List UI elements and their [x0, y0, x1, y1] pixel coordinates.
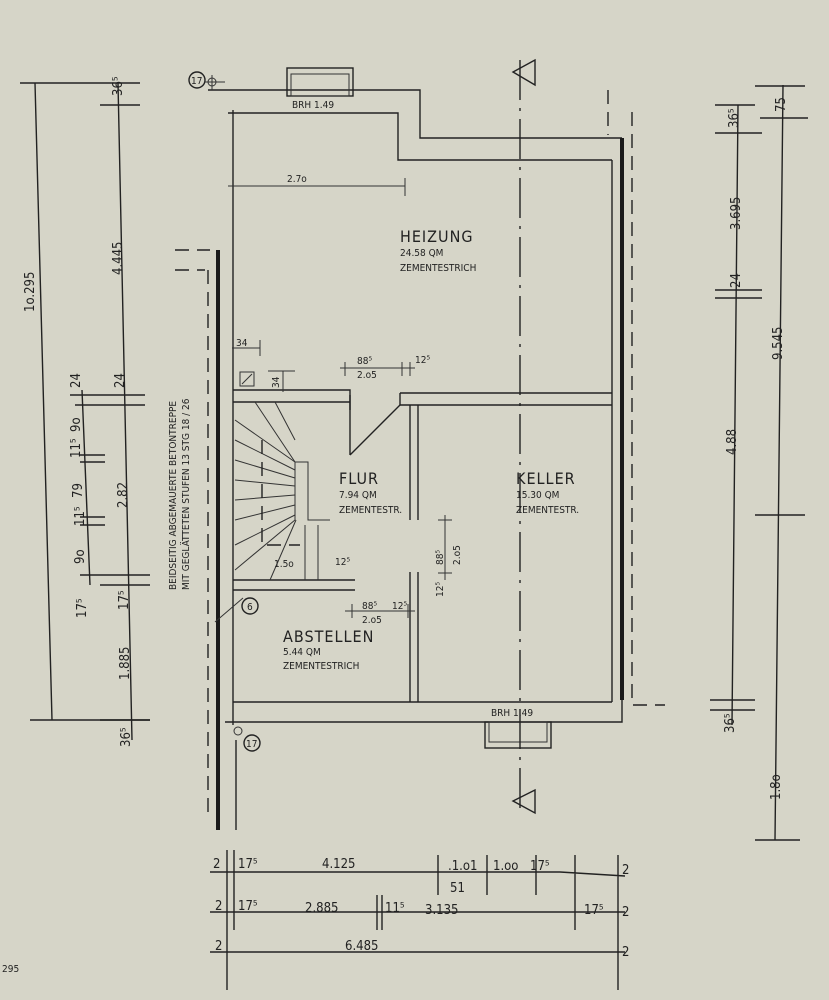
svg-text:36⁵: 36⁵: [111, 76, 126, 96]
svg-text:51: 51: [450, 881, 465, 896]
svg-text:1.8o: 1.8o: [769, 774, 784, 800]
dimensions-right: 36⁵ 3.695 24 4.88 36⁵ 75 9.545 1.8o: [710, 84, 808, 841]
svg-text:11⁵: 11⁵: [69, 438, 84, 458]
svg-text:2.o5: 2.o5: [362, 615, 382, 626]
svg-text:17: 17: [246, 739, 257, 750]
svg-text:4.88: 4.88: [725, 429, 740, 455]
svg-text:2.7o: 2.7o: [287, 174, 307, 185]
walls: [175, 89, 665, 830]
svg-text:1.oo: 1.oo: [493, 859, 518, 874]
window-bottom: BRH 1.49: [484, 708, 552, 749]
svg-text:36⁵: 36⁵: [119, 727, 134, 747]
window-top-label: BRH 1.49: [292, 100, 334, 111]
svg-text:17⁵: 17⁵: [238, 899, 258, 914]
svg-text:3.135: 3.135: [425, 903, 458, 918]
svg-text:12⁵: 12⁵: [415, 355, 430, 366]
svg-text:2: 2: [215, 939, 222, 954]
svg-text:ZEMENTESTR.: ZEMENTESTR.: [516, 505, 579, 516]
svg-text:2: 2: [622, 905, 629, 920]
svg-text:34: 34: [236, 338, 248, 349]
axis-marker-bottom: 17: [233, 726, 261, 752]
window-bottom-label: BRH 1.49: [491, 708, 533, 719]
svg-text:88⁵: 88⁵: [357, 356, 372, 367]
svg-text:2.82: 2.82: [116, 482, 131, 508]
svg-text:11⁵: 11⁵: [73, 506, 88, 526]
room-heizung: HEIZUNG 24.58 QM ZEMENTESTRICH: [400, 227, 476, 274]
room-flur: FLUR 7.94 QM ZEMENTESTR.: [339, 469, 402, 516]
svg-text:1o.295: 1o.295: [23, 272, 38, 312]
room-abstellen: ABSTELLEN 5.44 QM ZEMENTESTRICH: [283, 627, 374, 672]
svg-text:2: 2: [213, 857, 220, 872]
window-top: BRH 1.49: [286, 67, 354, 111]
svg-text:6: 6: [247, 602, 253, 613]
room-keller: KELLER 15.30 QM ZEMENTESTR.: [516, 469, 579, 516]
svg-text:24: 24: [69, 373, 84, 388]
section-line: [511, 58, 536, 815]
svg-text:ZEMENTESTR.: ZEMENTESTR.: [339, 505, 402, 516]
svg-text:7.94 QM: 7.94 QM: [339, 490, 377, 501]
svg-text:17: 17: [191, 76, 202, 87]
svg-text:1.5o: 1.5o: [274, 559, 294, 570]
svg-text:11⁵: 11⁵: [385, 901, 405, 916]
svg-text:2: 2: [622, 945, 629, 960]
svg-text:88⁵: 88⁵: [435, 550, 446, 565]
svg-text:9.545: 9.545: [771, 327, 786, 360]
interior-dimensions: 2.7o 34 34 88⁵ 2.o5 12⁵ 1.5o 12⁵ 88⁵ 2.o…: [228, 174, 463, 626]
svg-text:17⁵: 17⁵: [117, 590, 132, 610]
svg-text:2: 2: [622, 863, 629, 878]
svg-text:2.o5: 2.o5: [452, 545, 463, 565]
staircase: [234, 371, 330, 581]
svg-text:FLUR: FLUR: [339, 469, 379, 488]
svg-text:KELLER: KELLER: [516, 469, 576, 488]
svg-text:36⁵: 36⁵: [727, 108, 742, 128]
dimensions-bottom: 2 17⁵ 4.125 .1.o1 51 1.oo 17⁵ 2 2 17⁵ 2.…: [210, 850, 629, 990]
svg-text:.1.o1: .1.o1: [448, 859, 477, 874]
axis-marker-top: 17: [188, 71, 225, 90]
svg-text:17⁵: 17⁵: [584, 903, 604, 918]
svg-text:4.445: 4.445: [111, 242, 126, 275]
svg-text:17⁵: 17⁵: [530, 859, 550, 874]
stair-note: BEIDSEITIG ABGEMAUERTE BETONTREPPE MIT G…: [168, 398, 192, 590]
svg-text:36⁵: 36⁵: [723, 713, 738, 733]
svg-text:15.30 QM: 15.30 QM: [516, 490, 559, 501]
svg-text:ABSTELLEN: ABSTELLEN: [283, 627, 374, 646]
svg-text:12⁵: 12⁵: [335, 557, 350, 568]
svg-text:2: 2: [215, 899, 222, 914]
svg-text:ZEMENTESTRICH: ZEMENTESTRICH: [283, 661, 359, 672]
page-mark: 295: [2, 964, 19, 975]
svg-text:17⁵: 17⁵: [238, 857, 258, 872]
svg-text:4.125: 4.125: [322, 857, 355, 872]
svg-text:24.58 QM: 24.58 QM: [400, 248, 443, 259]
svg-text:6.485: 6.485: [345, 939, 378, 954]
axis-marker-stair: 6: [214, 597, 259, 623]
svg-text:75: 75: [774, 97, 789, 112]
svg-text:12⁵: 12⁵: [392, 601, 407, 612]
dimensions-left: 1o.295 36⁵ 4.445 24 2.82 17⁵ 1.885 36⁵ 2…: [20, 76, 150, 747]
svg-text:5.44 QM: 5.44 QM: [283, 647, 321, 658]
svg-text:79: 79: [71, 483, 86, 498]
svg-text:12⁵: 12⁵: [435, 582, 446, 597]
svg-text:9o: 9o: [73, 549, 88, 564]
svg-text:BEIDSEITIG ABGEMAUERTE BETONTR: BEIDSEITIG ABGEMAUERTE BETONTREPPE: [168, 401, 179, 590]
svg-text:17⁵: 17⁵: [75, 598, 90, 618]
svg-text:24: 24: [113, 373, 128, 388]
svg-text:MIT GEGLÄTTETEN STUFEN 13 STG: MIT GEGLÄTTETEN STUFEN 13 STG 18 / 26: [179, 398, 192, 590]
svg-text:2.885: 2.885: [305, 901, 338, 916]
svg-text:24: 24: [729, 273, 744, 288]
svg-text:88⁵: 88⁵: [362, 601, 377, 612]
svg-text:1.885: 1.885: [118, 647, 133, 680]
svg-text:ZEMENTESTRICH: ZEMENTESTRICH: [400, 263, 476, 274]
svg-text:34: 34: [271, 376, 282, 388]
chimney-icon: [239, 371, 255, 387]
svg-text:3.695: 3.695: [729, 197, 744, 230]
svg-text:2.o5: 2.o5: [357, 370, 377, 381]
svg-text:HEIZUNG: HEIZUNG: [400, 227, 473, 246]
svg-text:9o: 9o: [69, 417, 84, 432]
